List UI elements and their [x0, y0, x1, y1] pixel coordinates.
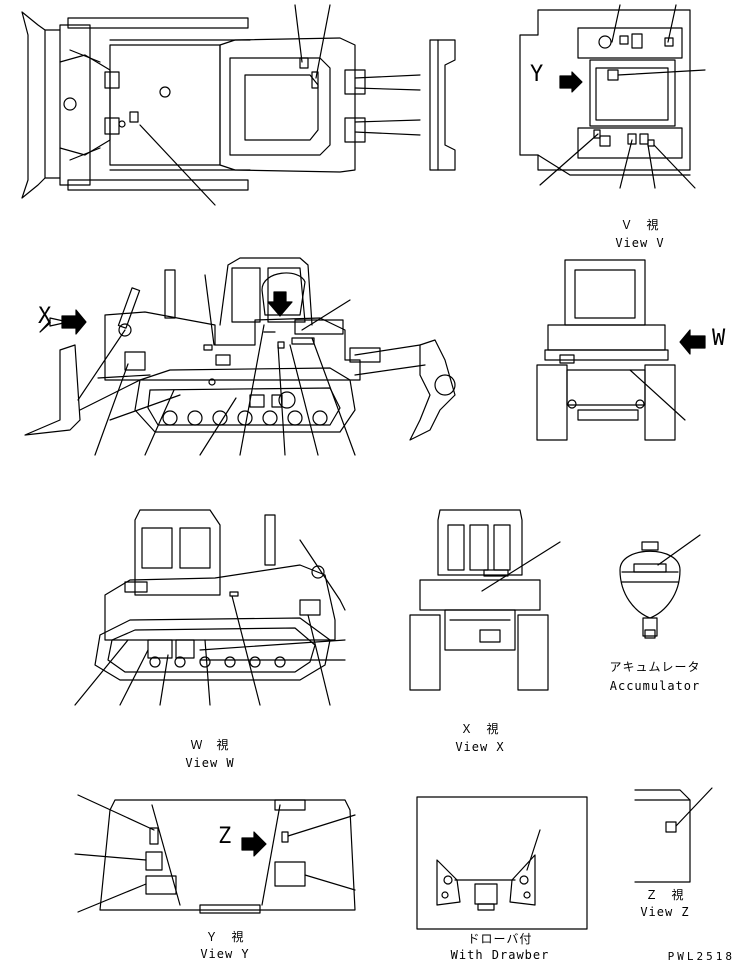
- view-z-en-label: View Z: [640, 905, 690, 919]
- top-view-tractor: [21, 4, 456, 206]
- drawbar-jp-label: ドローバ付: [467, 932, 533, 946]
- drawbar-drawing: [416, 796, 588, 930]
- accumulator-en-label: Accumulator: [609, 679, 701, 693]
- marker-z-label: Z: [218, 824, 232, 849]
- view-x-en-label: View X: [455, 740, 505, 754]
- view-w-en-label: View W: [185, 756, 235, 770]
- view-w-tractor: [74, 509, 346, 706]
- view-v-en-label: View V: [615, 236, 665, 250]
- view-x-jp-label: Ｘ 視: [460, 722, 500, 736]
- view-y-drawing: [74, 794, 356, 914]
- marker-y-label: Y: [530, 62, 544, 87]
- view-v-jp-label: Ｖ 視: [620, 218, 660, 232]
- drawing-code: PWL2518: [667, 950, 735, 963]
- view-y-en-label: View Y: [200, 947, 250, 961]
- rear-view-tractor: [536, 259, 706, 441]
- view-v-cab-top: [519, 4, 706, 189]
- view-y-jp-label: Ｙ 視: [205, 930, 245, 944]
- marker-w-label: W: [712, 326, 726, 351]
- view-z-jp-label: Ｚ 視: [645, 888, 685, 902]
- view-w-jp-label: Ｗ 視: [190, 738, 230, 752]
- drawbar-en-label: With Drawber: [450, 948, 550, 962]
- view-z-drawing: [634, 787, 713, 883]
- marker-x-label: X: [38, 304, 52, 329]
- accumulator-jp-label: アキュムレータ: [609, 660, 701, 674]
- side-view-tractor: [24, 257, 456, 456]
- accumulator-drawing: [619, 534, 701, 639]
- view-x-tractor: [409, 509, 561, 691]
